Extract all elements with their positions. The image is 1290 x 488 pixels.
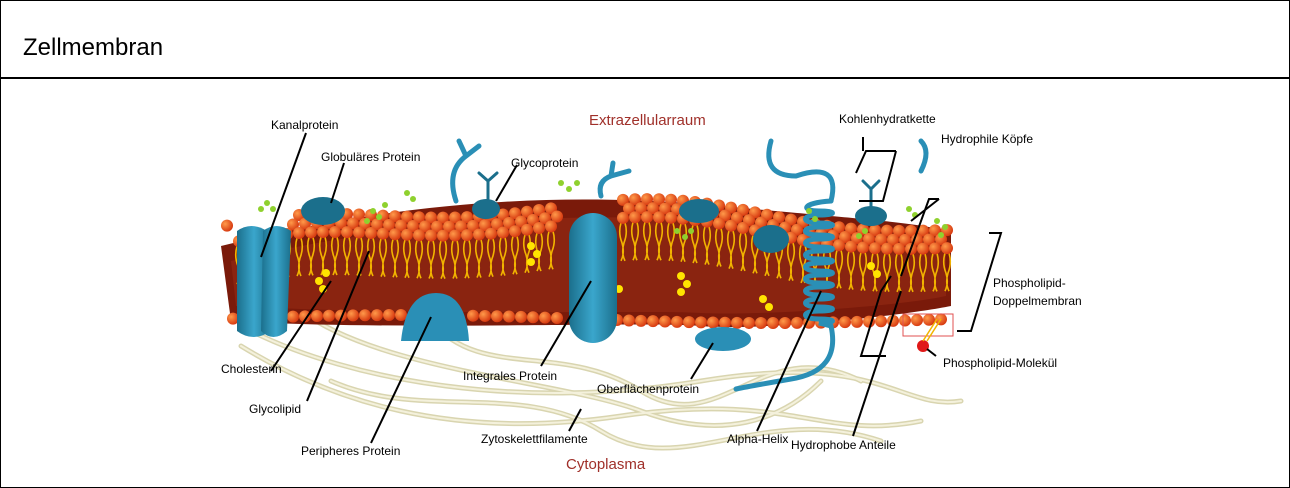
label-hydrophile-koepfe: Hydrophile Köpfe [941, 132, 1033, 146]
label-peripheres-protein: Peripheres Protein [301, 444, 400, 458]
label-glycolipid: Glycolipid [249, 402, 301, 416]
label-globulaeres-protein: Globuläres Protein [321, 150, 420, 164]
surface-protein [695, 327, 751, 351]
label-kanalprotein: Kanalprotein [271, 118, 338, 132]
label-zytoskelett: Zytoskelettfilamente [481, 432, 588, 446]
integral-protein [569, 213, 617, 343]
title-bar: Zellmembran [1, 1, 1289, 79]
globular-protein [301, 197, 345, 225]
label-glycoprotein: Glycoprotein [511, 156, 578, 170]
label-cholesterin: Cholesterin [221, 362, 282, 376]
label-phospholipid-molekuel: Phospholipid-Molekül [943, 356, 1057, 370]
label-integrales-protein: Integrales Protein [463, 369, 557, 383]
label-alpha-helix: Alpha-Helix [727, 432, 788, 446]
carbohydrate-chains [453, 141, 629, 201]
label-kohlenhydratkette: Kohlenhydratkette [839, 112, 936, 126]
label-doppelmembran-1: Phospholipid-Doppelmembran [993, 276, 1082, 308]
label-oberflaechenprotein: Oberflächenprotein [597, 382, 699, 396]
page-title: Zellmembran [23, 34, 163, 62]
cell-membrane-diagram: Extrazellularraum Cytoplasma Kanalprotei… [1, 81, 1289, 486]
label-outside: Extrazellularraum [589, 112, 706, 129]
label-hydrophobe-anteile: Hydrophobe Anteile [791, 438, 896, 452]
label-inside: Cytoplasma [566, 456, 646, 473]
